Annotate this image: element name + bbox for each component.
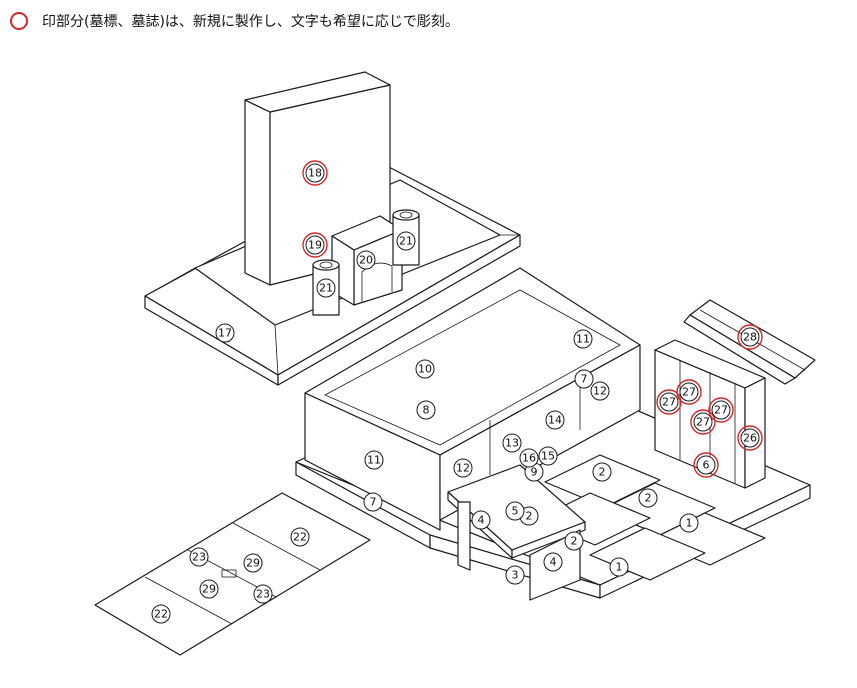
part-label-27b: 27 — [676, 379, 702, 405]
part-label-20: 20 — [356, 250, 376, 270]
part-label-15: 15 — [538, 446, 558, 466]
svg-text:9: 9 — [531, 466, 538, 479]
part-label-19: 19 — [302, 232, 328, 258]
part-label-16: 16 — [519, 448, 539, 468]
part-label-27d: 27 — [708, 397, 734, 423]
part-label-21a: 21 — [396, 231, 416, 251]
part-label-7b: 7 — [363, 492, 383, 512]
svg-text:2: 2 — [526, 510, 533, 523]
part-label-23a: 23 — [189, 547, 209, 567]
part-label-23b: 23 — [253, 584, 273, 604]
part-label-27c: 27 — [690, 409, 716, 435]
legend: 印部分(墓標、墓誌)は、新規に製作し、文字も希望に応じで彫刻。 — [10, 6, 459, 36]
part-label-21b: 21 — [316, 278, 336, 298]
part-label-26: 26 — [737, 425, 763, 451]
part-label-22b: 22 — [151, 604, 171, 624]
svg-text:12: 12 — [593, 385, 607, 398]
part-label-10: 10 — [415, 359, 435, 379]
part-label-11a: 11 — [573, 329, 593, 349]
part-label-27a: 27 — [656, 389, 682, 415]
svg-text:7: 7 — [581, 373, 588, 386]
svg-text:29: 29 — [246, 557, 260, 570]
svg-text:29: 29 — [202, 583, 216, 596]
part-label-2b: 2 — [638, 488, 658, 508]
svg-text:10: 10 — [418, 363, 432, 376]
part-label-12a: 12 — [590, 381, 610, 401]
svg-text:12: 12 — [456, 462, 470, 475]
svg-text:23: 23 — [192, 551, 206, 564]
part-label-1a: 1 — [679, 513, 699, 533]
part-label-17: 17 — [215, 323, 235, 343]
part-label-6: 6 — [693, 452, 719, 478]
svg-text:22: 22 — [293, 531, 307, 544]
svg-text:28: 28 — [743, 331, 757, 344]
svg-text:5: 5 — [512, 505, 519, 518]
svg-text:2: 2 — [599, 466, 606, 479]
part-label-7a: 7 — [574, 369, 594, 389]
svg-text:26: 26 — [743, 432, 757, 445]
part-label-29a: 29 — [243, 553, 263, 573]
svg-text:1: 1 — [686, 517, 693, 530]
part-label-4b: 4 — [543, 552, 563, 572]
svg-text:21: 21 — [399, 235, 413, 248]
part-label-28: 28 — [737, 324, 763, 350]
part-label-4a: 4 — [471, 510, 491, 530]
part-label-18: 18 — [302, 160, 328, 186]
lid-slabs — [94, 492, 371, 656]
svg-text:11: 11 — [367, 454, 381, 467]
svg-text:7: 7 — [370, 496, 377, 509]
part-label-11b: 11 — [364, 450, 384, 470]
svg-text:4: 4 — [478, 514, 485, 527]
svg-text:1: 1 — [616, 561, 623, 574]
part-label-5: 5 — [505, 501, 525, 521]
part-label-2a: 2 — [592, 462, 612, 482]
svg-text:14: 14 — [548, 414, 562, 427]
svg-text:2: 2 — [571, 535, 578, 548]
svg-text:8: 8 — [423, 404, 430, 417]
svg-text:27: 27 — [662, 396, 676, 409]
svg-text:21: 21 — [319, 282, 333, 295]
part-label-13: 13 — [502, 433, 522, 453]
svg-text:18: 18 — [308, 167, 322, 180]
svg-text:16: 16 — [522, 452, 536, 465]
svg-text:27: 27 — [696, 416, 710, 429]
part-label-3: 3 — [505, 565, 525, 585]
svg-text:22: 22 — [154, 608, 168, 621]
part-label-8: 8 — [416, 400, 436, 420]
part-label-22a: 22 — [290, 527, 310, 547]
svg-text:20: 20 — [359, 254, 373, 267]
svg-text:13: 13 — [505, 437, 519, 450]
svg-text:19: 19 — [308, 239, 322, 252]
svg-text:3: 3 — [512, 569, 519, 582]
part-label-12b: 12 — [453, 458, 473, 478]
part-label-1b: 1 — [609, 557, 629, 577]
part-label-14: 14 — [545, 410, 565, 430]
part-label-29b: 29 — [199, 579, 219, 599]
svg-text:2: 2 — [645, 492, 652, 505]
red-circle-marker-icon — [10, 12, 28, 30]
svg-text:23: 23 — [256, 588, 270, 601]
svg-text:27: 27 — [714, 404, 728, 417]
svg-text:4: 4 — [550, 556, 557, 569]
legend-text: 印部分(墓標、墓誌)は、新規に製作し、文字も希望に応じで彫刻。 — [42, 14, 459, 30]
svg-text:17: 17 — [218, 327, 232, 340]
part-label-2d: 2 — [564, 531, 584, 551]
svg-text:27: 27 — [682, 386, 696, 399]
svg-text:11: 11 — [576, 333, 590, 346]
svg-text:15: 15 — [541, 450, 555, 463]
svg-text:6: 6 — [703, 459, 710, 472]
